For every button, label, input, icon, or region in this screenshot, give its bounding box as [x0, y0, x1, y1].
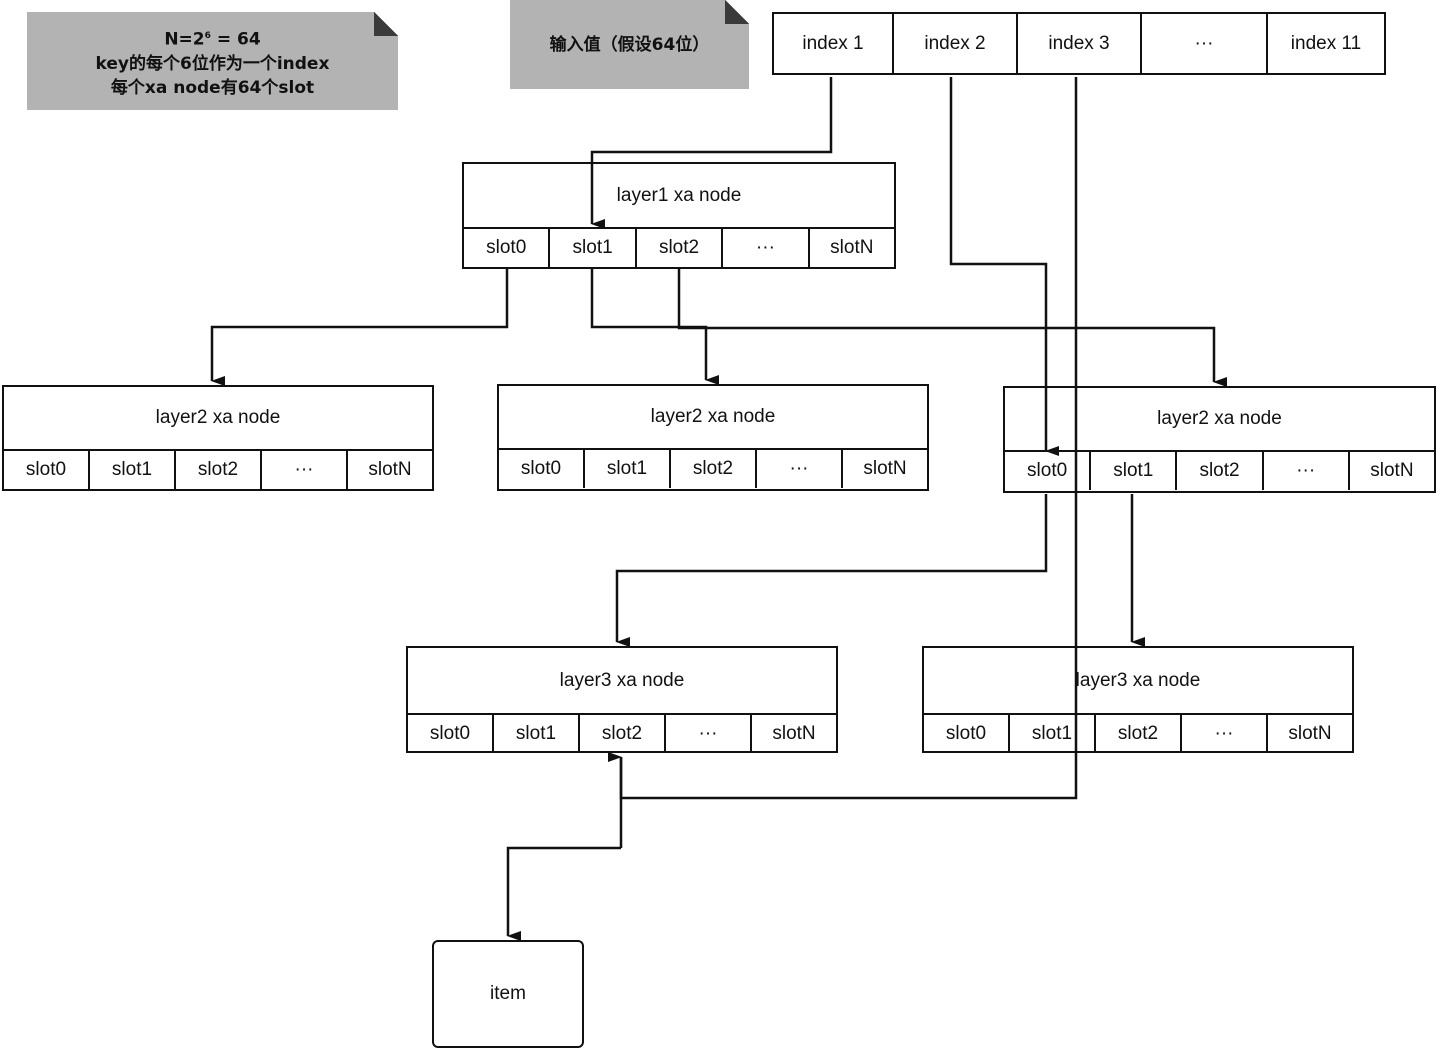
input-note-label: 输入值（假设64位）	[549, 34, 710, 55]
slot-ellipsis: ···	[757, 450, 843, 488]
slot-n: slotN	[772, 723, 816, 744]
slot-ellipsis: ···	[262, 451, 348, 489]
params-note: N=26 = 64 key的每个6位作为一个index 每个xa node有64…	[27, 12, 398, 110]
layer2-node-b: layer2 xa node slot0 slot1 slot2 ··· slo…	[497, 384, 929, 491]
node-title: layer1 xa node	[464, 164, 894, 229]
formula-line: N=26 = 64	[164, 29, 261, 50]
note-line-slot: 每个xa node有64个slot	[110, 77, 315, 98]
node-title: layer2 xa node	[4, 387, 432, 451]
slot-n: slotN	[863, 458, 907, 479]
slot-0: slot0	[408, 715, 494, 753]
layer3-node-a: layer3 xa node slot0 slot1 slot2 ··· slo…	[406, 646, 838, 753]
layer2-node-c: layer2 xa node slot0 slot1 slot2 ··· slo…	[1003, 386, 1436, 493]
slot-2: slot2	[637, 229, 724, 267]
slot-1: slot1	[90, 451, 176, 489]
slot-2: slot2	[580, 715, 666, 753]
node-title: layer2 xa node	[499, 386, 927, 450]
key-index-bar: index 1 index 2 index 3 ··· index 11	[772, 12, 1386, 75]
arrow-slot1-to-layer2b	[590, 269, 719, 385]
item-box: item	[432, 940, 584, 1048]
slot-n: slotN	[1288, 723, 1332, 744]
slot-1: slot1	[494, 715, 580, 753]
slot-2: slot2	[1096, 715, 1182, 753]
slot-1: slot1	[585, 450, 671, 488]
layer1-node: layer1 xa node slot0 slot1 slot2 ··· slo…	[462, 162, 896, 269]
slot-ellipsis: ···	[1264, 452, 1350, 490]
slot-1: slot1	[550, 229, 637, 267]
node-title: layer3 xa node	[924, 648, 1352, 715]
node-title: layer3 xa node	[408, 648, 836, 715]
slot-0: slot0	[924, 715, 1010, 753]
slot-0: slot0	[499, 450, 585, 488]
slot-2: slot2	[1177, 452, 1264, 490]
note-fold-icon	[374, 12, 398, 36]
arrow-slot2-to-layer2c	[677, 269, 1227, 387]
key-index-1: index 1	[774, 14, 894, 73]
slot-0: slot0	[1005, 452, 1092, 490]
arrow-slot0-to-layer2a	[210, 269, 509, 386]
slot-2: slot2	[671, 450, 757, 488]
key-index-2: index 2	[894, 14, 1018, 73]
slot-ellipsis: ···	[723, 229, 810, 267]
layer3-node-b: layer3 xa node slot0 slot1 slot2 ··· slo…	[922, 646, 1354, 753]
note-line-index: key的每个6位作为一个index	[95, 53, 330, 74]
item-label: item	[490, 983, 526, 1004]
node-title: layer2 xa node	[1005, 388, 1434, 452]
slot-0: slot0	[4, 451, 90, 489]
slot-1: slot1	[1091, 452, 1178, 490]
slot-n: slotN	[830, 237, 874, 258]
key-index-3: index 3	[1018, 14, 1142, 73]
arrow-to-item	[506, 846, 621, 941]
arrow-l2slot0-to-layer3a	[615, 494, 1048, 647]
slot-1: slot1	[1010, 715, 1096, 753]
input-note: 输入值（假设64位）	[510, 0, 749, 89]
slot-ellipsis: ···	[666, 715, 752, 753]
key-index-11: index 11	[1290, 32, 1362, 54]
layer2-node-a: layer2 xa node slot0 slot1 slot2 ··· slo…	[2, 385, 434, 491]
slot-0: slot0	[464, 229, 551, 267]
note-fold-icon	[725, 0, 749, 24]
slot-2: slot2	[176, 451, 262, 489]
key-index-ellipsis: ···	[1142, 14, 1268, 73]
slot-n: slotN	[368, 459, 412, 480]
slot-ellipsis: ···	[1182, 715, 1268, 753]
slot-n: slotN	[1370, 460, 1414, 481]
